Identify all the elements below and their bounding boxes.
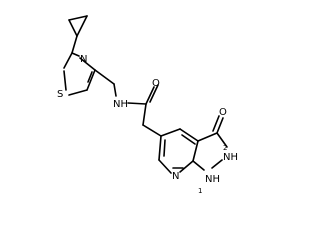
pyridine-ring (158, 128, 199, 174)
molecule-structure: S N NH O O NH 2 NH 1 N (57, 15, 238, 195)
thiazole-ring (63, 52, 96, 96)
pyrazole-h-upper-locant: 2 (223, 144, 227, 152)
cyclopropyl-ring (68, 15, 88, 37)
pyrazolone-oxygen-label: O (219, 107, 227, 118)
sulfur-atom-label: S (57, 89, 63, 100)
carbonyl-oxygen-label: O (152, 78, 160, 89)
thiazole-nitrogen-label: N (80, 54, 87, 65)
bond-cyclopropyl-thiazole (71, 35, 78, 54)
amide-nh-label: NH (113, 99, 128, 110)
pyrazole-h-lower-locant: 1 (198, 187, 202, 195)
pyridine-nitrogen-label: N (172, 171, 179, 182)
pyrazole-nh-lower-label: NH (205, 174, 220, 185)
pyrazole-nh-upper-label: NH (223, 152, 238, 163)
amide-linker (94, 69, 162, 137)
pyrazolone-ring (192, 115, 228, 171)
